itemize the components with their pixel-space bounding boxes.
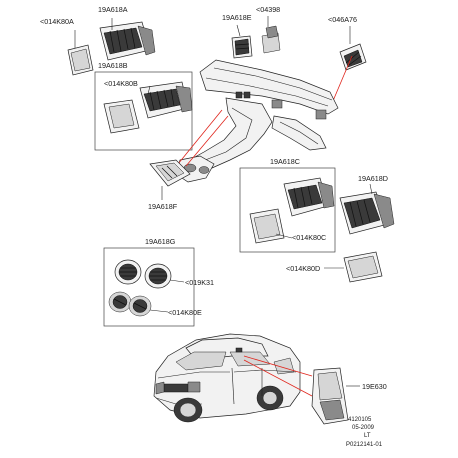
reference-date: 05-2009	[352, 425, 375, 431]
reference-number: 4120105	[348, 417, 372, 423]
panel-19e630	[311, 367, 360, 425]
vent-019k31	[114, 259, 185, 289]
callout-19a618b: 19A618B	[98, 61, 128, 70]
trim-046a76	[329, 26, 367, 109]
group-box-19a618b	[94, 71, 193, 151]
vent-19a618a	[99, 18, 156, 61]
bezel-014k80c	[249, 208, 285, 244]
callout-014k80e: <014K80E	[168, 308, 202, 317]
reference-block: 4120105 05-2009 LT P0212141-01	[346, 417, 383, 448]
group-frame-g	[103, 247, 195, 327]
callout-19a618d: 19A618D	[358, 174, 388, 183]
bezel-014k80b	[103, 99, 140, 134]
callout-014k80b: <014K80B	[104, 79, 138, 88]
callout-19a618f: 19A618F	[148, 202, 178, 211]
group-box-19a618g	[103, 247, 195, 327]
vehicle-illustration	[153, 333, 313, 423]
group-frame-c	[239, 167, 336, 253]
vent-19a618f	[149, 159, 191, 200]
callout-014k80c: <014K80C	[292, 233, 326, 242]
callout-04398: <04398	[256, 5, 280, 14]
callout-19a618a: 19A618A	[98, 5, 128, 14]
callout-014k80d: <014K80D	[286, 264, 320, 273]
callout-19a618e: 19A618E	[222, 13, 252, 22]
callout-19e630: 19E630	[362, 382, 387, 391]
bezel-014k80d	[324, 251, 383, 283]
callout-19a618c: 19A618C	[270, 157, 300, 166]
reference-code: LT	[364, 433, 371, 439]
callout-19a618g: 19A618G	[145, 237, 176, 246]
group-box-19a618c	[239, 167, 336, 253]
clip-04398	[261, 16, 281, 54]
vent-19a618c	[283, 177, 335, 217]
vent-19a618b	[139, 81, 193, 119]
vent-19a618d	[339, 183, 395, 235]
callout-019k31: <019K31	[185, 278, 214, 287]
reference-image-id: P0212141-01	[346, 442, 383, 448]
callout-046a76: <046A76	[328, 15, 357, 24]
callout-014k80a: <014K80A	[40, 17, 74, 26]
vent-19a618e	[231, 24, 253, 59]
dash-duct-assembly	[175, 59, 339, 183]
group-frame-b	[94, 71, 193, 151]
bezel-014k80a	[67, 30, 94, 76]
bezel-014k80e	[108, 291, 169, 317]
